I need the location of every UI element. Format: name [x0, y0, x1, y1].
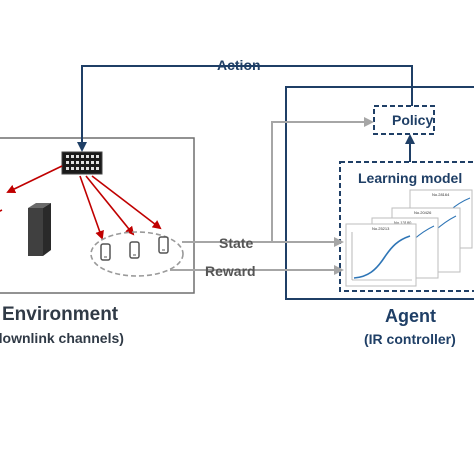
- mini-plot-stack: No.28164 No.20426 No.13180 No.25213: [345, 189, 473, 287]
- phone-icon: [158, 236, 169, 254]
- mini-plot-title: No.28164: [432, 192, 450, 197]
- phone-icon: [129, 241, 140, 259]
- agent-subtitle: (IR controller): [364, 331, 456, 347]
- agent-title: Agent: [385, 306, 436, 326]
- policy-label: Policy: [392, 112, 434, 128]
- environment-title: Environment: [2, 304, 119, 325]
- action-arrow: [77, 65, 413, 152]
- phone-icon: [100, 243, 111, 261]
- agent-box: [285, 86, 474, 300]
- server-icon: [28, 203, 51, 256]
- environment-box: [0, 137, 195, 294]
- policy-box: [373, 105, 435, 135]
- action-label: Action: [217, 57, 261, 73]
- learning-model-label: Learning model: [358, 170, 463, 186]
- state-to-policy-arrow: [271, 117, 374, 242]
- state-label: State: [219, 235, 254, 251]
- mini-plot-title: No.25213: [372, 226, 390, 231]
- reward-label: Reward: [205, 263, 256, 279]
- ir-beams: [0, 165, 162, 240]
- user-devices-group: [90, 231, 184, 277]
- mini-plot: No.25213: [345, 223, 417, 287]
- mini-plot-title: No.20426: [414, 210, 432, 215]
- mini-plot-title: No.13180: [394, 220, 412, 225]
- environment-subtitle: downlink channels): [0, 330, 124, 346]
- ir-transmitter-icon: [61, 151, 103, 175]
